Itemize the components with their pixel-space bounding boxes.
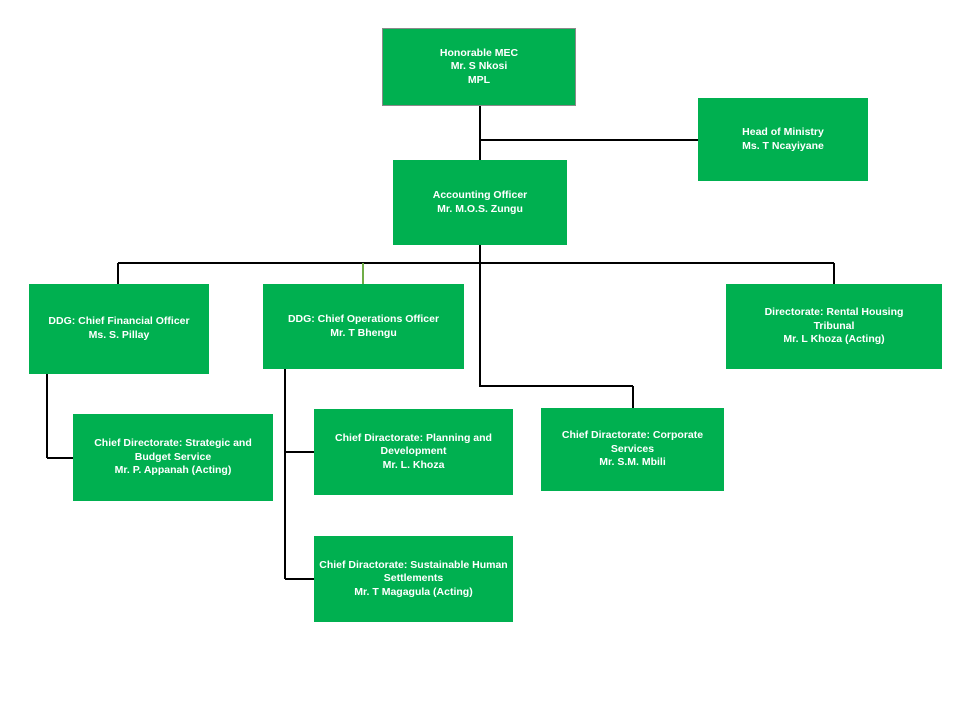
strategic-title: Chief Directorate: Strategic and Budget … (94, 437, 252, 463)
box-accounting-officer: Accounting Officer Mr. M.O.S. Zungu (393, 160, 567, 245)
box-honorable-mec: Honorable MEC Mr. S Nkosi MPL (382, 28, 576, 106)
rental-title: Directorate: Rental Housing (764, 306, 904, 319)
box-sustainable-human-settlements: Chief Diractorate: Sustainable Human Set… (314, 536, 513, 622)
cfo-name: Ms. S. Pillay (88, 329, 150, 341)
coo-title: DDG: Chief Operations Officer (287, 312, 440, 325)
corporate-name: Mr. S.M. Mbili (599, 456, 666, 469)
sustainable-title: Chief Diractorate: Sustainable Human Set… (319, 558, 508, 585)
accounting-name: Mr. M.O.S. Zungu (437, 202, 523, 215)
box-corporate-services: Chief Diractorate: Corporate Services Mr… (541, 408, 724, 491)
corporate-title: Chief Diractorate: Corporate Services (561, 429, 704, 455)
planning-title: Chief Diractorate: Planning and Developm… (335, 431, 492, 458)
rental-name: Mr. L Khoza (Acting) (783, 333, 885, 346)
mec-name: Mr. S Nkosi (450, 60, 508, 73)
box-head-of-ministry: Head of Ministry Ms. T Ncayiyane (698, 98, 868, 181)
box-ddg-cfo: DDG: Chief Financial Officer Ms. S. Pill… (29, 284, 209, 374)
accounting-title: Accounting Officer (432, 188, 528, 201)
sustainable-name: Mr. T Magagula (Acting) (354, 585, 473, 598)
rental-subtitle: Tribunal (813, 319, 855, 332)
box-ddg-coo: DDG: Chief Operations Officer Mr. T Bhen… (263, 284, 464, 369)
strategic-name: Mr. P. Appanah (Acting) (114, 464, 232, 477)
coo-name: Mr. T Bhengu (330, 326, 397, 339)
box-rental-housing-tribunal: Directorate: Rental Housing Tribunal Mr.… (726, 284, 942, 369)
head-ministry-title: Head of Ministry (742, 125, 824, 138)
planning-name: Mr. L. Khoza (382, 458, 445, 471)
cfo-title: DDG: Chief Financial Officer (48, 315, 190, 328)
box-planning-development: Chief Diractorate: Planning and Developm… (314, 409, 513, 495)
head-ministry-name: Ms. T Ncayiyane (742, 139, 824, 152)
box-strategic-budget: Chief Directorate: Strategic and Budget … (73, 414, 273, 501)
mec-title: Honorable MEC (439, 46, 519, 59)
mec-suffix: MPL (467, 73, 491, 86)
